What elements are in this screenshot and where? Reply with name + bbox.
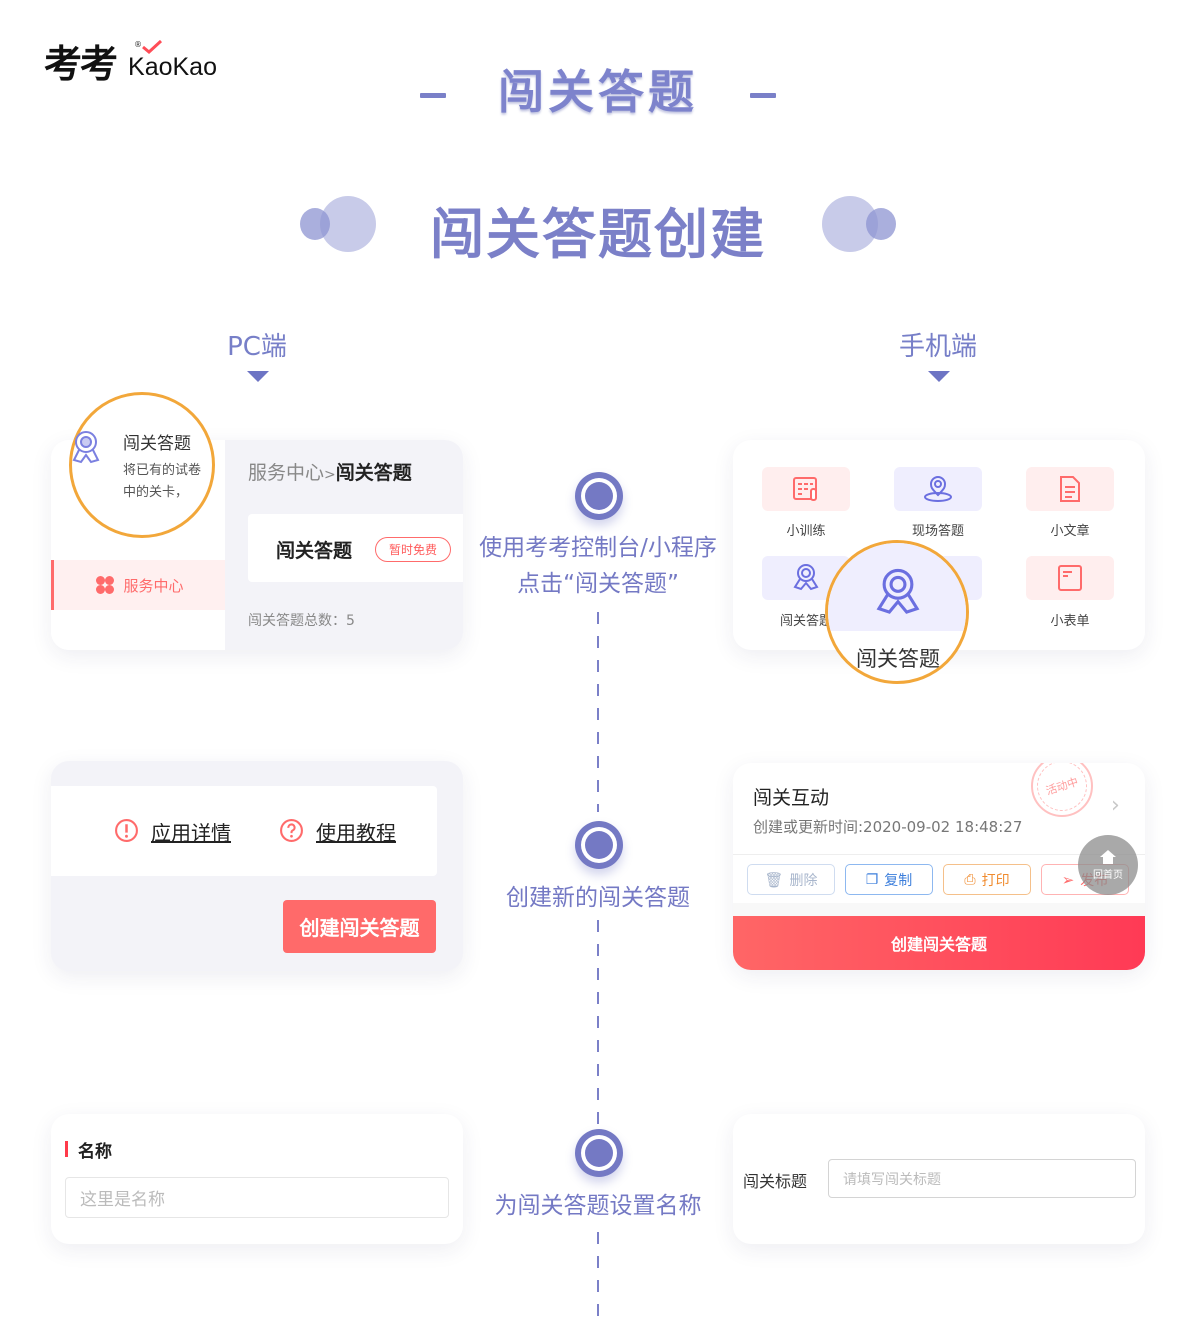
- sidebar-item-label: 服务中心: [123, 576, 184, 595]
- title-field-label: 闯关标题: [743, 1172, 808, 1191]
- quiz-item-title: 闯关互动: [753, 787, 830, 809]
- document-icon: [1060, 476, 1080, 502]
- step-1-line2: 点击“闯关答题”: [517, 571, 679, 597]
- free-badge: 暂时免费: [375, 537, 452, 562]
- calendar-edit-icon: [793, 477, 817, 501]
- bubbles-decoration-right: [822, 194, 902, 254]
- tile-mini-training[interactable]: [762, 467, 850, 511]
- clover-icon: [96, 576, 115, 594]
- create-level-quiz-button-mobile[interactable]: 创建闯关答题: [733, 916, 1145, 970]
- mobile-title-form-card: 闯关标题 请填写闯关标题: [733, 1114, 1145, 1244]
- breadcrumb: 服务中心>闯关答题: [248, 458, 412, 485]
- breadcrumb-parent[interactable]: 服务中心: [248, 462, 325, 484]
- mobile-column-label: 手机端: [898, 332, 977, 362]
- checkmark-icon: [142, 40, 163, 54]
- mobile-arrow-down-icon: [928, 371, 950, 382]
- header-dash-right: [750, 93, 776, 98]
- app-card[interactable]: 闯关答题 暂时免费: [248, 514, 463, 582]
- help-question-icon: [280, 819, 303, 842]
- magnified-label: 闯关答题: [856, 647, 940, 671]
- breadcrumb-current: 闯关答题: [335, 462, 412, 484]
- tutorial-link[interactable]: 使用教程: [316, 821, 396, 845]
- tile-label: 闯关答题: [779, 614, 832, 629]
- trash-icon: 🗑: [764, 870, 784, 889]
- form-icon: [1058, 565, 1082, 591]
- links-panel: 应用详情 使用教程: [51, 786, 437, 876]
- copy-label: 复制: [884, 872, 913, 889]
- menu-item-desc: 将已有的试卷 中的关卡，: [123, 460, 211, 504]
- stamp-text: 活动中: [1030, 763, 1094, 818]
- print-button[interactable]: ⎙ 打印: [943, 864, 1031, 895]
- header-dash-left: [420, 93, 446, 98]
- menu-item-title[interactable]: 闯关答题: [123, 434, 191, 454]
- quiz-list-item[interactable]: 闯关互动 创建或更新时间:2020-09-02 18:48:27 活动中 ›: [733, 763, 1145, 855]
- required-marker: [65, 1141, 68, 1157]
- tile-mini-article[interactable]: [1026, 467, 1114, 511]
- brand-name-en: KaoKao: [128, 40, 217, 86]
- create-level-quiz-button[interactable]: 创建闯关答题: [283, 900, 436, 953]
- tile-label: 小表单: [1050, 614, 1090, 629]
- app-details-link[interactable]: 应用详情: [151, 821, 231, 845]
- copy-icon: ❐: [865, 871, 879, 888]
- timeline-connector-2: [597, 920, 599, 1130]
- info-exclamation-icon: [115, 819, 138, 842]
- delete-button[interactable]: 🗑 删除: [747, 864, 835, 895]
- breadcrumb-separator: >: [324, 467, 336, 483]
- print-label: 打印: [981, 872, 1010, 889]
- award-ribbon-icon: [793, 564, 819, 591]
- name-input[interactable]: 这里是名称: [65, 1177, 449, 1218]
- step-3-node: [575, 1129, 623, 1177]
- menu-desc-line2: 中的关卡，: [123, 485, 189, 500]
- send-icon: ➢: [1061, 870, 1075, 889]
- tile-label: 小文章: [1050, 524, 1090, 539]
- printer-icon: ⎙: [964, 871, 976, 888]
- tile-live-quiz[interactable]: [894, 467, 982, 511]
- section-title: 闯关答题创建: [430, 203, 766, 266]
- title-input[interactable]: 请填写闯关标题: [828, 1159, 1136, 1198]
- page-header: 闯关答题: [0, 56, 1196, 122]
- tile-label: 现场答题: [911, 524, 964, 539]
- mobile-quiz-list-card: 闯关互动 创建或更新时间:2020-09-02 18:48:27 活动中 › 🗑…: [733, 763, 1145, 970]
- pc-arrow-down-icon: [247, 371, 269, 382]
- award-ribbon-icon: [72, 430, 102, 472]
- tile-mini-form[interactable]: [1026, 556, 1114, 600]
- home-float-label: 回首页: [1093, 870, 1123, 881]
- timeline-connector-3: [597, 1232, 599, 1328]
- pc-name-form-card: 名称 这里是名称: [51, 1114, 463, 1244]
- location-pin-icon: [924, 476, 952, 502]
- brand-logo: 考考 ® KaoKao: [44, 40, 217, 86]
- active-stamp: 活动中: [1030, 763, 1094, 818]
- brand-name-en-text: KaoKao: [128, 53, 217, 81]
- step-1-node: [575, 472, 623, 520]
- name-field-label: 名称: [78, 1142, 112, 1162]
- copy-button[interactable]: ❐ 复制: [845, 864, 933, 895]
- registered-mark: ®: [134, 40, 142, 49]
- step-3-text: 为闯关答题设置名称: [494, 1193, 702, 1219]
- page-title: 闯关答题: [498, 65, 698, 119]
- tile-label: 小训练: [786, 524, 826, 539]
- chevron-right-icon: ›: [1111, 793, 1120, 818]
- home-float-button[interactable]: 回首页: [1078, 835, 1138, 895]
- award-ribbon-icon-large: [876, 568, 920, 614]
- quiz-item-time: 创建或更新时间:2020-09-02 18:48:27: [753, 818, 1023, 836]
- bubbles-decoration-left: [300, 194, 380, 254]
- magnifier-ring-mobile: 闯关答题: [825, 540, 969, 684]
- step-2-text: 创建新的闯关答题: [506, 885, 690, 911]
- sidebar-item-service-center[interactable]: 服务中心: [51, 560, 225, 610]
- pc-app-actions-card: 应用详情 使用教程 创建闯关答题: [51, 761, 463, 971]
- pc-main-panel: 服务中心>闯关答题 闯关答题 暂时免费 闯关答题总数：5: [225, 440, 463, 650]
- pc-column-label: PC端: [227, 332, 287, 362]
- step-1-text: 使用考考控制台/小程序 点击“闯关答题”: [468, 530, 728, 602]
- menu-desc-line1: 将已有的试卷: [123, 463, 202, 478]
- magnifier-ring: [69, 392, 215, 538]
- timeline-connector-1: [597, 612, 599, 812]
- delete-label: 删除: [789, 872, 818, 889]
- step-2-node: [575, 821, 623, 869]
- home-icon: [1100, 850, 1116, 864]
- step-1-line1: 使用考考控制台/小程序: [479, 535, 717, 561]
- brand-name-cn: 考考: [44, 42, 118, 86]
- app-card-title: 闯关答题: [276, 540, 353, 562]
- total-count: 闯关答题总数：5: [248, 613, 355, 629]
